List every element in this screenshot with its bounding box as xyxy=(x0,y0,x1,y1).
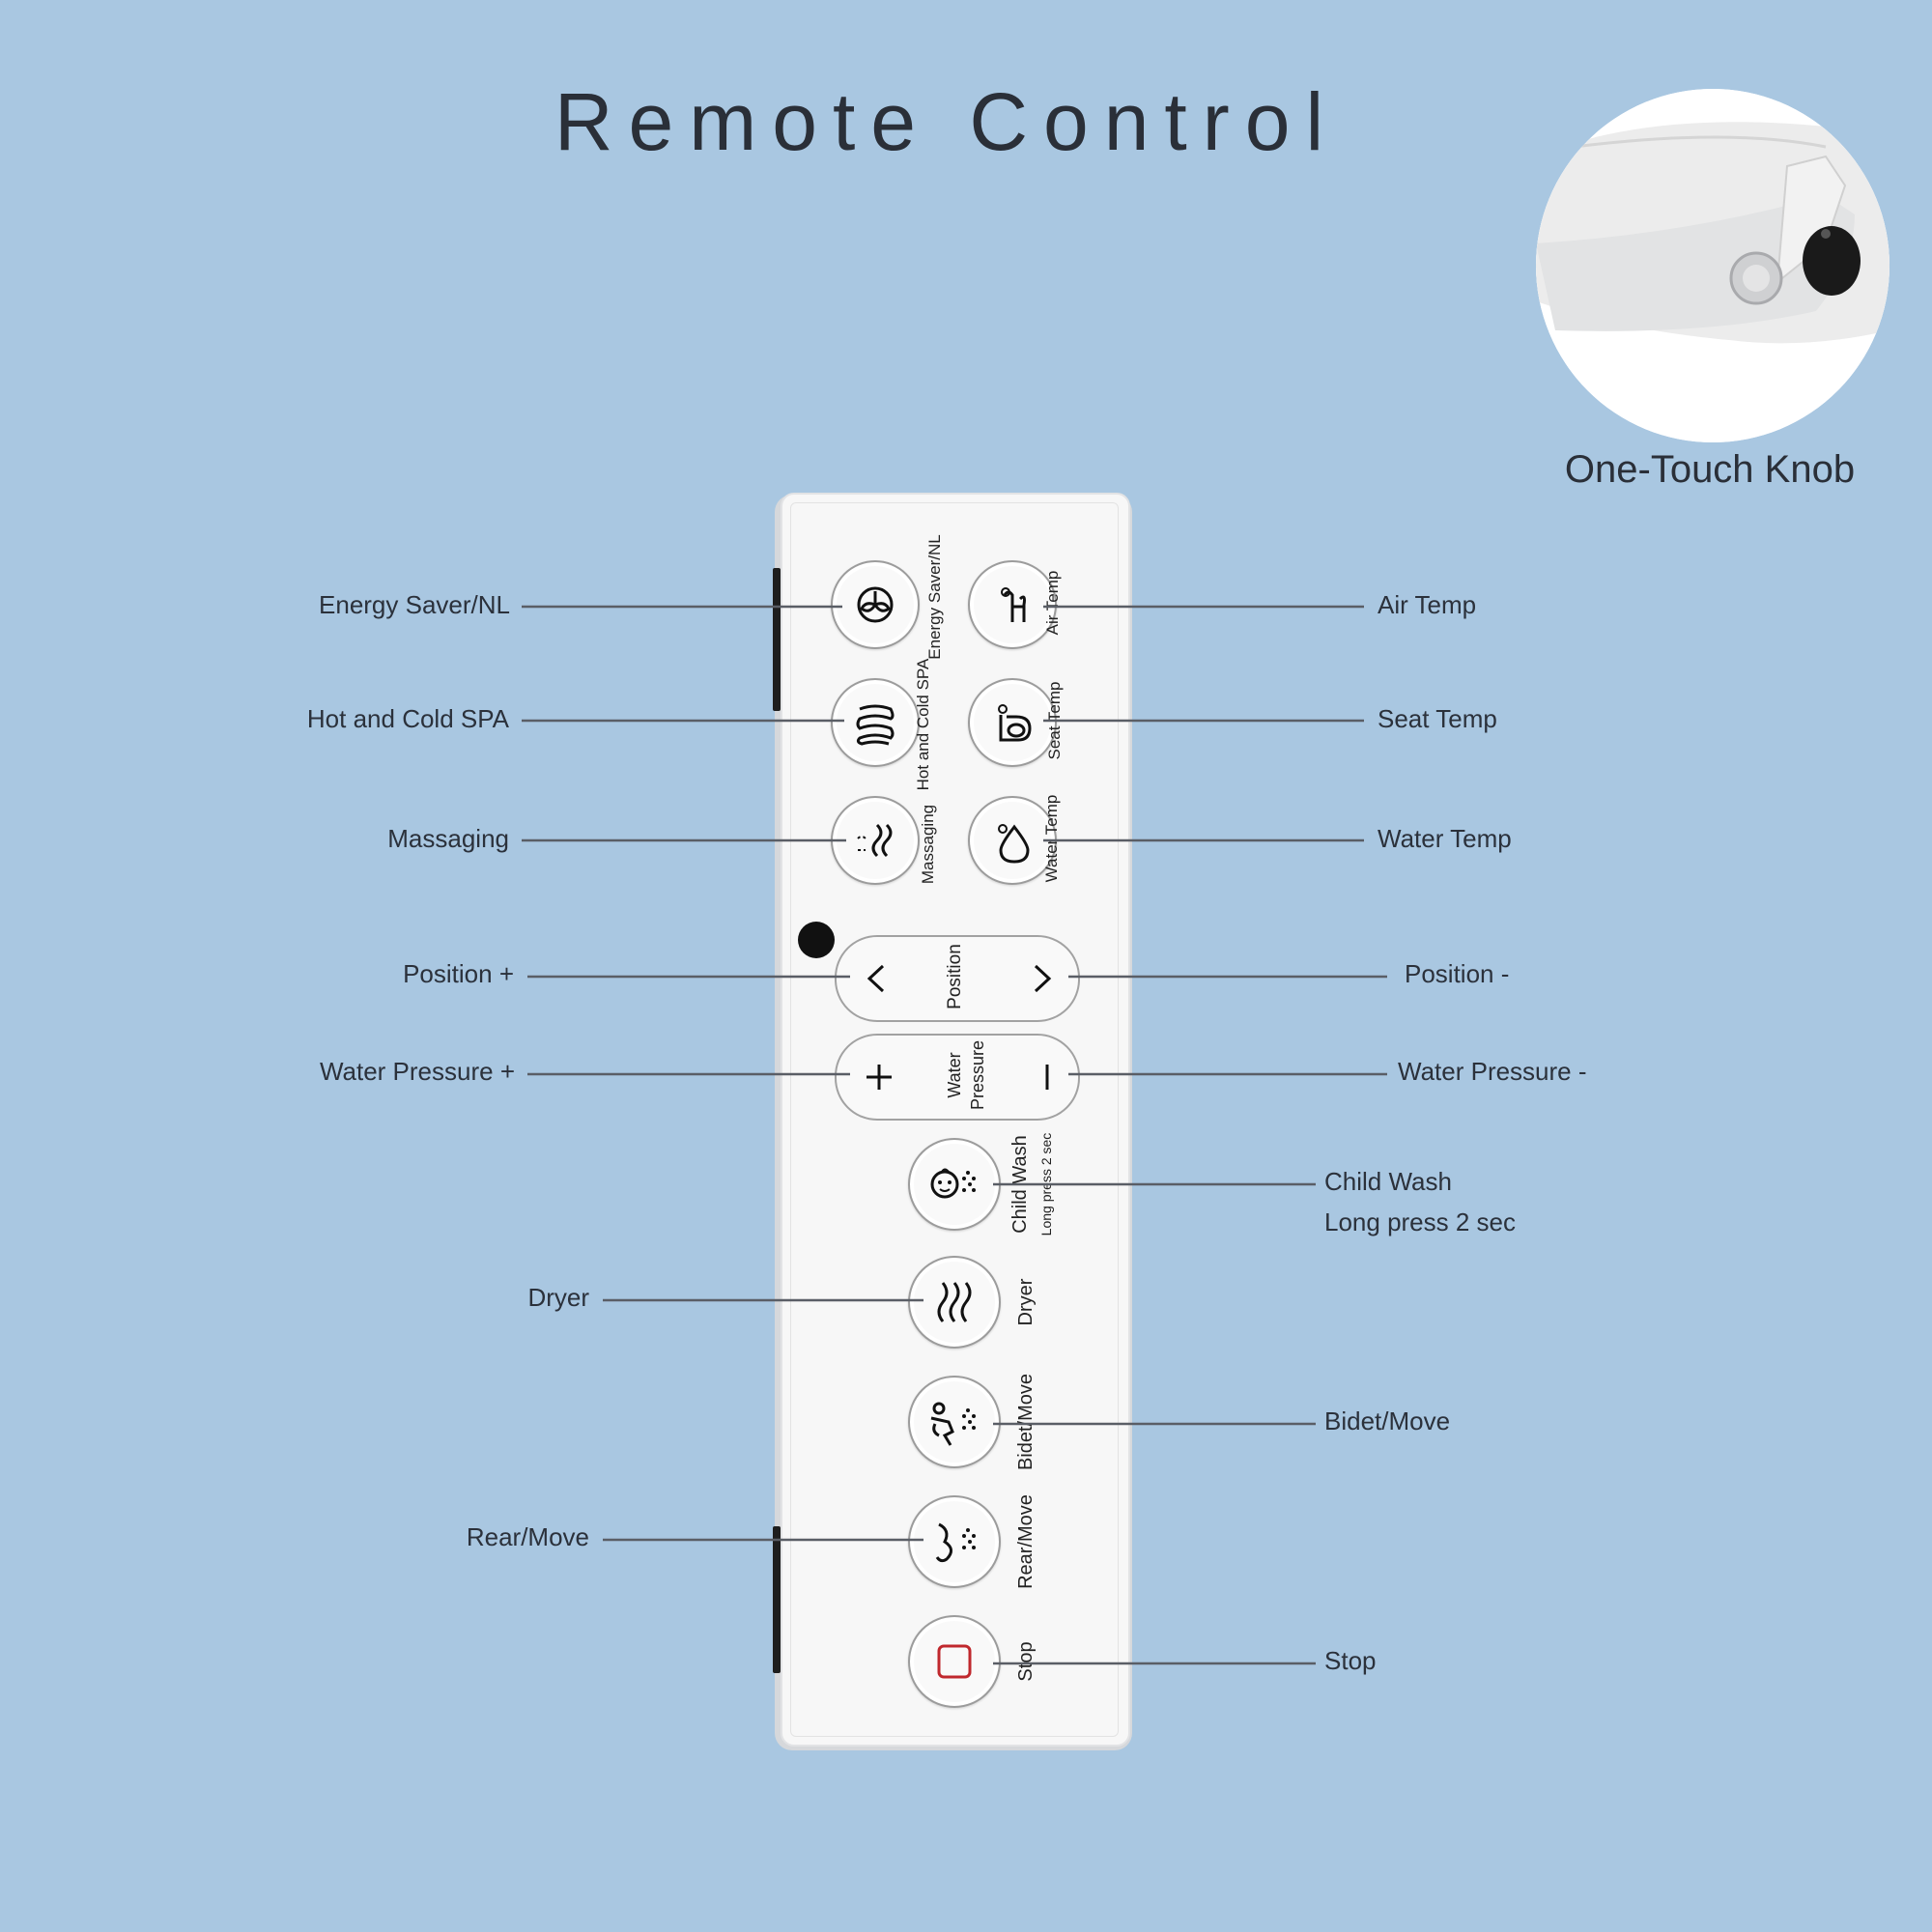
callout-child-wash: Child Wash xyxy=(1324,1167,1452,1196)
seat-temp-button[interactable] xyxy=(968,678,1057,767)
stop-button[interactable] xyxy=(908,1615,1001,1708)
callout-dryer: Dryer xyxy=(527,1283,589,1312)
chevron-left-icon xyxy=(867,964,885,993)
knob-photo xyxy=(1536,89,1889,442)
spa-coil-icon xyxy=(856,704,895,746)
child-wash-button[interactable] xyxy=(908,1138,1001,1231)
side-grip-top xyxy=(773,568,781,711)
callout-child-wash-note: Long press 2 sec xyxy=(1324,1208,1517,1236)
callout-massaging: Massaging xyxy=(387,824,509,853)
rear-spray-icon xyxy=(935,1522,976,1563)
callout-pressure-minus: Water Pressure - xyxy=(1398,1057,1587,1086)
rear-move-button[interactable] xyxy=(908,1495,1001,1588)
callout-seat-temp: Seat Temp xyxy=(1378,704,1497,733)
callout-water-temp: Water Temp xyxy=(1378,824,1512,853)
remote-face xyxy=(790,502,1119,1737)
knob-caption: One-Touch Knob xyxy=(1564,448,1856,491)
ir-sensor xyxy=(798,922,835,958)
air-temp-button[interactable] xyxy=(968,560,1057,649)
chevron-right-icon xyxy=(1034,964,1052,993)
bidet-move-button[interactable] xyxy=(908,1376,1001,1468)
dryer-button[interactable] xyxy=(908,1256,1001,1349)
callout-position-plus: Position + xyxy=(403,959,514,988)
child-face-icon xyxy=(930,1168,976,1199)
callout-position-minus: Position - xyxy=(1405,959,1510,988)
bidet-figure-icon xyxy=(930,1402,976,1446)
callout-air-temp: Air Temp xyxy=(1378,590,1477,619)
callout-bidet-move: Bidet/Move xyxy=(1324,1406,1451,1435)
leaf-circle-icon xyxy=(857,586,894,623)
pressure-signs xyxy=(867,1065,1049,1090)
position-chevrons xyxy=(867,964,1052,993)
stop-square-icon xyxy=(937,1644,972,1679)
pressure-pill xyxy=(835,1034,1080,1121)
position-pill xyxy=(835,935,1080,1022)
hot-cold-spa-button[interactable] xyxy=(831,678,920,767)
seat-temp-icon xyxy=(998,704,1032,742)
callout-stop: Stop xyxy=(1324,1646,1377,1675)
callout-hot-cold-spa: Hot and Cold SPA xyxy=(306,704,509,733)
water-temp-button[interactable] xyxy=(968,796,1057,885)
side-grip-bottom xyxy=(773,1526,781,1673)
energy-saver-button[interactable] xyxy=(831,560,920,649)
air-temp-icon xyxy=(1001,587,1026,622)
plus-icon xyxy=(867,1065,892,1090)
massage-wave-icon xyxy=(857,823,893,858)
water-drop-icon xyxy=(998,824,1030,864)
callout-energy-saver: Energy Saver/NL xyxy=(319,590,510,619)
callout-rear-move: Rear/Move xyxy=(466,1522,589,1551)
callout-pressure-plus: Water Pressure + xyxy=(319,1057,515,1086)
page-title: Remote Control xyxy=(554,76,1340,167)
dryer-waves-icon xyxy=(937,1282,972,1322)
